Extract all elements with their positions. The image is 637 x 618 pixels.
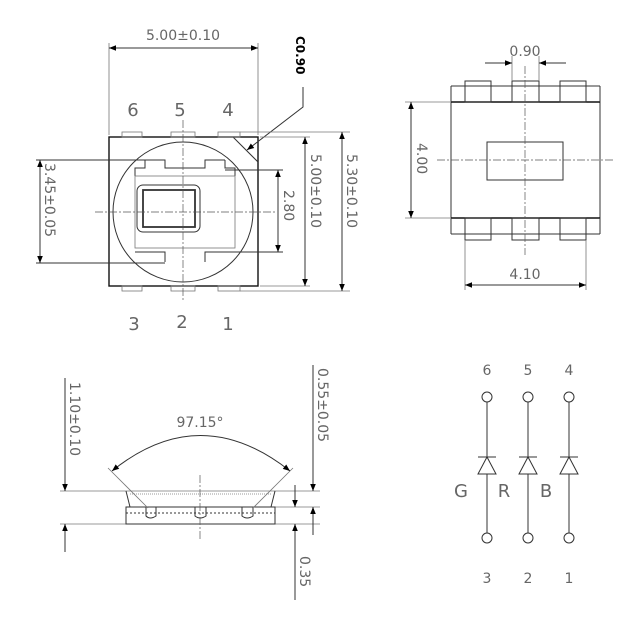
pin-label: 2 xyxy=(524,571,533,587)
color-label-red: R xyxy=(498,481,511,502)
pin-label: 6 xyxy=(483,363,492,379)
pin-label: 3 xyxy=(483,571,492,587)
cavity-dim-label: 2.80 xyxy=(280,190,296,221)
width-dim-label: 5.00±0.10 xyxy=(146,28,220,44)
pin-label: 1 xyxy=(222,314,233,335)
package-body xyxy=(108,136,259,287)
height-dim-label: 4.00 xyxy=(413,143,429,174)
pin-label: 3 xyxy=(128,314,139,335)
side-leads xyxy=(126,507,275,519)
pitch-span-label: 4.10 xyxy=(509,267,540,283)
lower-height-label: 0.35 xyxy=(296,556,312,587)
diode-green-icon xyxy=(477,455,497,475)
color-label-green: G xyxy=(454,481,468,502)
chamfer-label: C0.90 xyxy=(293,36,307,74)
pads xyxy=(464,80,587,241)
pin-label: 4 xyxy=(222,100,233,121)
total-height-label: 1.10±0.10 xyxy=(66,382,82,456)
cavity xyxy=(134,159,236,262)
pin-label: 5 xyxy=(174,100,185,121)
pin-label: 2 xyxy=(176,312,187,333)
pin-label: 4 xyxy=(565,363,574,379)
pin-label: 1 xyxy=(565,571,574,587)
top-view: 5.00±0.10 C0.90 3.45±0.05 2.80 5.00±0.10… xyxy=(36,28,359,335)
pad-width-label: 0.90 xyxy=(509,44,540,60)
color-label-blue: B xyxy=(540,481,552,502)
diode-red-icon xyxy=(518,455,538,475)
angle-label: 97.15° xyxy=(176,415,223,431)
bottom-view: 0.90 4.00 4.10 xyxy=(405,44,615,290)
side-view: 97.15° 1.10±0.10 0.55±0.05 0.35 xyxy=(60,365,330,600)
top-pin-labels: 6 5 4 3 2 1 xyxy=(127,100,233,335)
body-dim-label: 5.00±0.10 xyxy=(307,154,323,228)
upper-height-label: 0.55±0.05 xyxy=(314,368,330,442)
circuit-diagram: 6 5 4 3 2 1 G R B xyxy=(454,363,579,587)
lens-dim-label: 3.45±0.05 xyxy=(41,163,57,237)
chamfer-line xyxy=(232,136,259,163)
top-pads xyxy=(121,131,241,292)
pin-label: 5 xyxy=(524,363,533,379)
pin-label: 6 xyxy=(127,100,138,121)
overall-dim-label: 5.30±0.10 xyxy=(343,154,359,228)
diode-blue-icon xyxy=(559,455,579,475)
